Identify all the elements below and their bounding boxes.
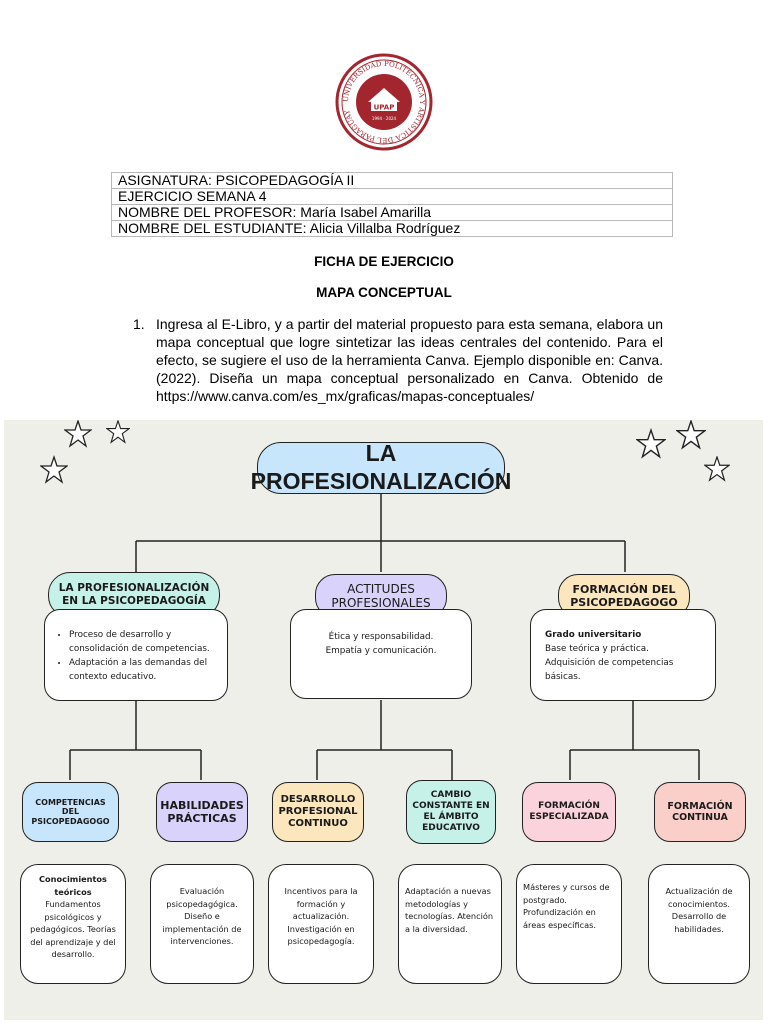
leaf-formacion-continua: FORMACIÓN CONTINUA — [654, 782, 746, 842]
leaf-habilidades: HABILIDADES PRÁCTICAS — [156, 782, 248, 842]
svg-text:1994 · 2024: 1994 · 2024 — [372, 116, 397, 121]
leaf-desarrollo: DESARROLLO PROFESIONAL CONTINUO — [272, 782, 364, 842]
leaf-formacion-especializada-details: Másteres y cursos de postgrado. Profundi… — [516, 864, 622, 984]
exercise-row: EJERCICIO SEMANA 4 — [111, 188, 673, 205]
subject-row: ASIGNATURA: PSICOPEDAGOGÍA II — [111, 172, 673, 189]
detail-text: Adaptación a nuevas metodologías y tecno… — [405, 886, 494, 934]
leaf-desarrollo-details: Incentivos para la formación y actualiza… — [268, 864, 374, 984]
detail-line: Ética y responsabilidad. — [328, 632, 434, 642]
star-icon — [676, 420, 706, 450]
detail-heading: Grado universitario — [545, 630, 642, 640]
concept-map: LA PROFESIONALIZACIÓN LA PROFESIONALIZAC… — [4, 420, 763, 1020]
leaf-cambio-details: Adaptación a nuevas metodologías y tecno… — [398, 864, 502, 984]
detail-line: Empatía y comunicación. — [325, 646, 437, 656]
bullet-item: Adaptación a las demandas del contexto e… — [69, 656, 219, 684]
map-title: LA PROFESIONALIZACIÓN — [250, 440, 512, 494]
detail-text: Fundamentos psicológicos y pedagógicos. … — [30, 899, 116, 959]
star-icon — [636, 428, 666, 459]
svg-text:UPAP: UPAP — [374, 104, 395, 112]
star-icon — [106, 420, 130, 444]
detail-text: Evaluación psicopedagógica. Diseño e imp… — [162, 886, 242, 946]
branch-actitudes-details: Ética y responsabilidad. Empatía y comun… — [290, 609, 472, 699]
instruction-number: 1. — [133, 316, 145, 332]
bullet-item: Proceso de desarrollo y consolidación de… — [69, 628, 219, 656]
university-logo: UNIVERSIDAD POLITÉCNICA Y ARTÍSTICA DEL … — [334, 52, 434, 152]
leaf-competencias-details: Conocimientos teóricos Fundamentos psico… — [20, 864, 126, 984]
leaf-competencias: COMPETENCIAS DEL PSICOPEDAGOGO — [22, 782, 119, 842]
star-icon — [64, 420, 92, 448]
ficha-heading: FICHA DE EJERCICIO — [314, 254, 454, 269]
detail-line: Base teórica y práctica. — [545, 644, 649, 654]
branch-formacion-details: Grado universitario Base teórica y práct… — [530, 609, 716, 701]
detail-line: Adquisición de competencias básicas. — [545, 658, 674, 682]
course-info-table: ASIGNATURA: PSICOPEDAGOGÍA II EJERCICIO … — [111, 172, 673, 237]
instruction-text: Ingresa al E-Libro, y a partir del mater… — [156, 316, 663, 404]
leaf-cambio: CAMBIO CONSTANTE EN EL ÁMBITO EDUCATIVO — [406, 780, 496, 844]
branch-profesionalizacion-details: Proceso de desarrollo y consolidación de… — [44, 609, 228, 701]
professor-row: NOMBRE DEL PROFESOR: María Isabel Amaril… — [111, 204, 673, 221]
leaf-formacion-especializada: FORMACIÓN ESPECIALIZADA — [522, 782, 616, 842]
leaf-habilidades-details: Evaluación psicopedagógica. Diseño e imp… — [150, 864, 254, 984]
detail-text: Másteres y cursos de postgrado. Profundi… — [523, 882, 610, 930]
star-icon — [704, 456, 730, 482]
star-icon — [40, 454, 68, 484]
student-row: NOMBRE DEL ESTUDIANTE: Alicia Villalba R… — [111, 220, 673, 237]
leaf-formacion-continua-details: Actualización de conocimientos. Desarrol… — [648, 864, 750, 984]
detail-text: Actualización de conocimientos. Desarrol… — [665, 886, 733, 934]
mapa-heading: MAPA CONCEPTUAL — [316, 285, 452, 300]
detail-heading: Conocimientos teóricos — [39, 874, 107, 897]
detail-text: Incentivos para la formación y actualiza… — [284, 886, 358, 946]
instruction-item: 1. Ingresa al E-Libro, y a partir del ma… — [133, 315, 663, 405]
connector-lines — [69, 492, 700, 780]
